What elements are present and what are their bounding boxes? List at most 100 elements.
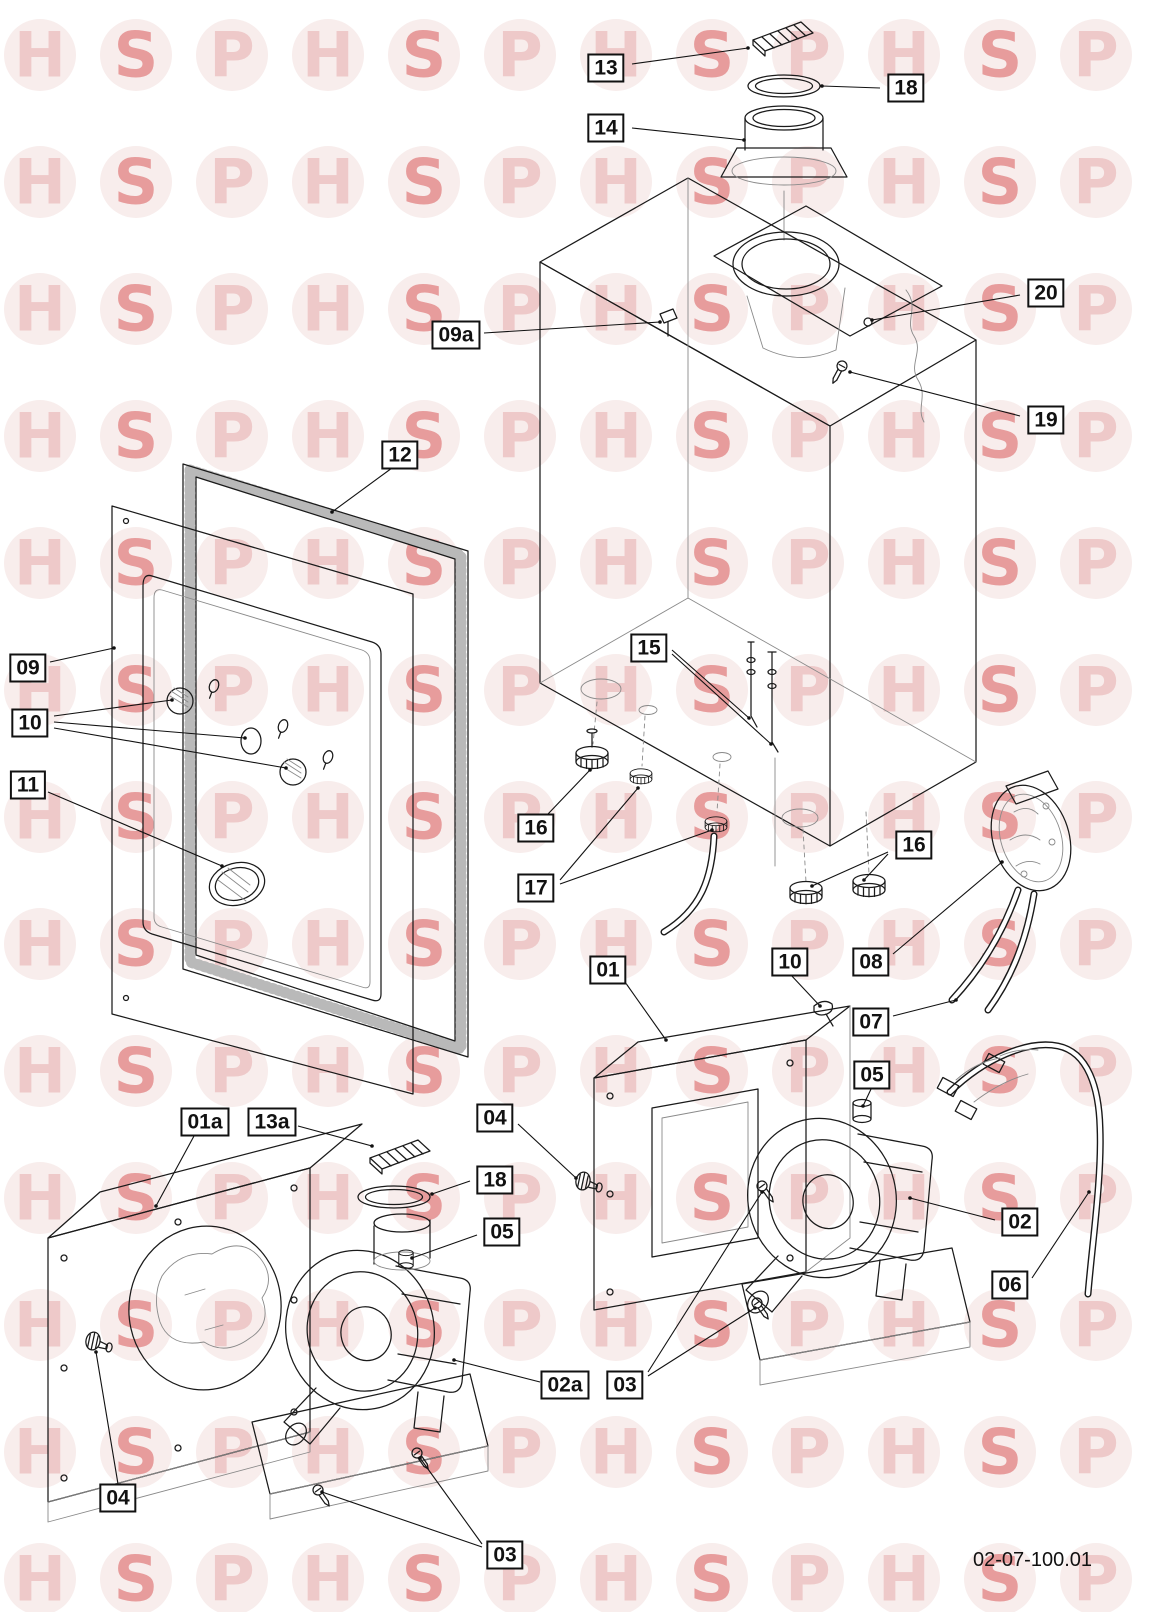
watermark-letter: S: [402, 1162, 447, 1235]
watermark-circle: [772, 1543, 844, 1612]
watermark-letter: H: [878, 400, 930, 473]
watermark-circle: [964, 273, 1036, 345]
leader-dot: [861, 1104, 865, 1108]
callout-08[interactable]: 08: [852, 947, 890, 977]
watermark-circle: [772, 654, 844, 726]
callout-19[interactable]: 19: [1027, 405, 1065, 435]
watermark-letter: S: [402, 1543, 447, 1612]
callout-04-right[interactable]: 04: [476, 1103, 514, 1133]
callout-18-mid[interactable]: 18: [476, 1165, 514, 1195]
watermark-letter: P: [785, 781, 830, 854]
watermark-letter: H: [302, 781, 354, 854]
watermark-circle: [676, 146, 748, 218]
part-casing: [539, 177, 977, 883]
callout-10-clip[interactable]: 10: [771, 947, 809, 977]
watermark-circle: [676, 1162, 748, 1234]
callout-02[interactable]: 02: [1001, 1207, 1039, 1237]
watermark-circle: [196, 1416, 268, 1488]
watermark-letter: S: [402, 781, 447, 854]
callout-20[interactable]: 20: [1027, 278, 1065, 308]
leader-dot: [742, 138, 746, 142]
leader-dot: [954, 998, 958, 1002]
watermark-letter: P: [785, 1416, 830, 1489]
watermark-circle: [868, 1289, 940, 1361]
watermark-letter: H: [302, 1416, 354, 1489]
watermark-circle: [100, 527, 172, 599]
watermark-circle: [388, 654, 460, 726]
leader-line-16-right: [811, 851, 889, 887]
watermark-circle: [196, 146, 268, 218]
callout-01[interactable]: 01: [589, 955, 627, 985]
leader-line-03-mid: [647, 1191, 763, 1373]
watermark-letter: H: [302, 908, 354, 981]
leader-dot: [330, 510, 334, 514]
watermark-circle: [100, 1035, 172, 1107]
callout-18-top[interactable]: 18: [887, 73, 925, 103]
leader-dot: [747, 716, 751, 720]
callout-12[interactable]: 12: [381, 440, 419, 470]
callout-13[interactable]: 13: [587, 53, 625, 83]
callout-09a[interactable]: 09a: [431, 320, 481, 350]
callout-13a[interactable]: 13a: [247, 1107, 297, 1137]
watermark-circle: [4, 1035, 76, 1107]
watermark-letter: P: [785, 527, 830, 600]
leader-line-17: [559, 829, 713, 885]
watermark-letter: P: [497, 19, 542, 92]
leader-dot: [1000, 860, 1004, 864]
watermark-letter: H: [590, 400, 642, 473]
callout-03-bottom[interactable]: 03: [486, 1540, 524, 1570]
watermark-circle: [484, 1416, 556, 1488]
watermark-circle: [868, 527, 940, 599]
watermark-letter: H: [14, 273, 66, 346]
callout-16-right[interactable]: 16: [895, 830, 933, 860]
callout-14[interactable]: 14: [587, 113, 625, 143]
part-collector-box: [593, 1000, 851, 1311]
watermark-circle: [484, 1289, 556, 1361]
watermark-letter: S: [690, 527, 735, 600]
watermark-letter: H: [590, 654, 642, 727]
leader-line-13: [631, 47, 749, 65]
watermark-letter: S: [978, 1416, 1023, 1489]
watermark-circle: [772, 1035, 844, 1107]
watermark-circle: [196, 1035, 268, 1107]
part-electrodes: [746, 641, 779, 867]
callout-06[interactable]: 06: [991, 1270, 1029, 1300]
callout-10-door[interactable]: 10: [11, 708, 49, 738]
watermark-circle: [4, 527, 76, 599]
leader-dot: [170, 698, 174, 702]
leader-line-04-right: [517, 1123, 577, 1179]
watermark-circle: [196, 1289, 268, 1361]
watermark-letter: P: [1073, 908, 1118, 981]
watermark-circle: [1060, 273, 1132, 345]
leader-line-11: [47, 791, 223, 867]
callout-16-left[interactable]: 16: [517, 813, 555, 843]
callout-01a[interactable]: 01a: [180, 1107, 230, 1137]
callout-03-mid[interactable]: 03: [606, 1370, 644, 1400]
watermark-letter: P: [785, 1543, 830, 1612]
watermark-circle: [4, 1416, 76, 1488]
watermark-letter: S: [690, 1035, 735, 1108]
callout-17[interactable]: 17: [517, 873, 555, 903]
exploded-diagram: [47, 21, 1104, 1523]
callout-05-left[interactable]: 05: [483, 1217, 521, 1247]
watermark-letter: S: [402, 654, 447, 727]
callout-04-left[interactable]: 04: [99, 1483, 137, 1513]
callout-02a[interactable]: 02a: [540, 1370, 590, 1400]
callout-05-right[interactable]: 05: [853, 1060, 891, 1090]
watermark-letter: P: [497, 654, 542, 727]
callout-11[interactable]: 11: [9, 770, 47, 800]
callout-09[interactable]: 09: [9, 653, 47, 683]
leader-line-12: [331, 467, 393, 513]
leader-line-04-left: [95, 1351, 119, 1485]
watermark-circle: [4, 1162, 76, 1234]
watermark-circle: [868, 1162, 940, 1234]
leader-line-15: [671, 653, 772, 745]
watermark-circle: [292, 527, 364, 599]
leader-line-01a: [155, 1135, 195, 1207]
leader-dot: [848, 370, 852, 374]
watermark-letter: S: [690, 1162, 735, 1235]
callout-07[interactable]: 07: [852, 1007, 890, 1037]
leader-dot: [452, 1358, 456, 1362]
watermark-letter: H: [590, 1289, 642, 1362]
callout-15[interactable]: 15: [630, 633, 668, 663]
